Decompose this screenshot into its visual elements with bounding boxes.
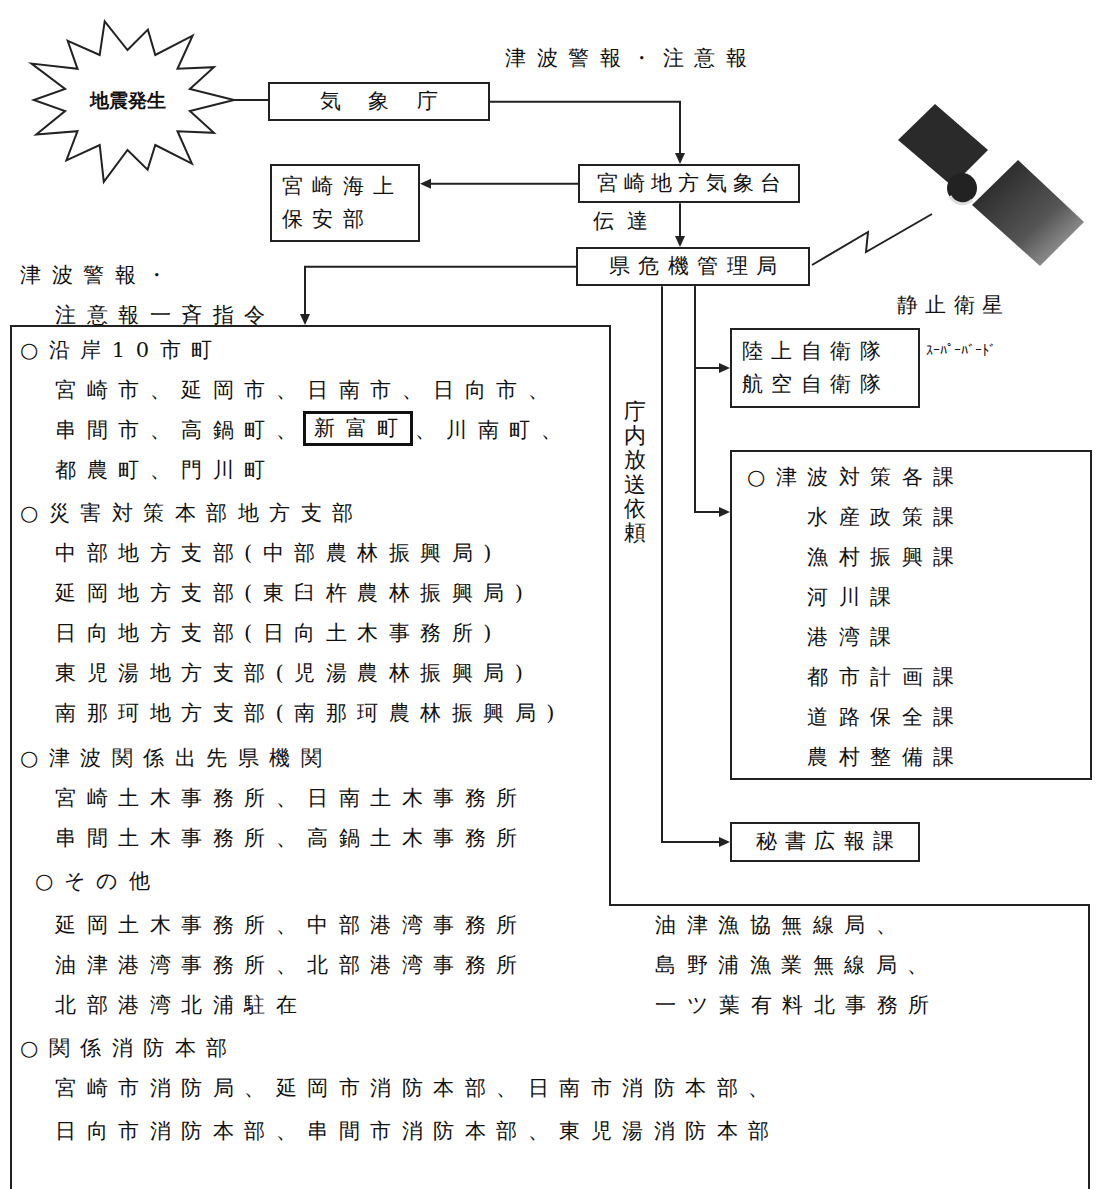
recipient-name: 宮崎市、延岡市、日南市、日向市、: [55, 377, 559, 404]
connector-line: [305, 267, 576, 314]
group-heading: ○災害対策本部地方支部: [20, 500, 364, 527]
box-label: 宮崎地方気象台: [590, 170, 788, 197]
arrow-head: [719, 363, 730, 373]
satellite-body: [947, 173, 977, 203]
group-heading: ○その他: [35, 868, 160, 895]
recipient-name: 油津漁協無線局、: [655, 912, 907, 939]
agency-box: 宮崎地方気象台: [578, 164, 800, 203]
box-label: 県危機管理局: [588, 253, 798, 280]
arrow-head: [719, 837, 730, 847]
recipient-name: 串間市、高鍋町、: [55, 417, 307, 444]
radio-link-line: [812, 214, 932, 265]
recipient-name: 中部地方支部(中部農林振興局): [55, 540, 502, 567]
agency-box: 県危機管理局: [576, 247, 810, 286]
connector: [662, 286, 730, 847]
agency-box: 気象庁: [268, 82, 490, 121]
group-heading: ○津波関係出先県機関: [20, 745, 332, 772]
group-heading: ○関係消防本部: [20, 1035, 238, 1062]
recipient-name: 油津港湾事務所、北部港湾事務所: [55, 952, 528, 979]
section-list-box: ○津波対策各課水産政策課漁村振興課河川課港湾課都市計画課道路保全課農村整備課: [730, 450, 1092, 780]
edge-label: 津波警報・ 注意報一斉指令: [20, 255, 300, 335]
edge-label: 伝達: [593, 208, 660, 235]
section-name: 農村整備課: [807, 744, 965, 771]
arrow-head: [420, 179, 431, 189]
arrow-head: [300, 314, 310, 325]
connector: [490, 102, 685, 164]
connector: [300, 267, 576, 325]
satellite-name: ｽｰﾊﾟｰﾊﾞｰﾄﾞ: [926, 341, 996, 359]
recipient-name: 都農町、門川町: [55, 457, 276, 484]
event-label: 地震発生: [90, 88, 166, 113]
connector: [420, 179, 578, 189]
agency-box: 宮崎海上保安部: [270, 164, 420, 242]
recipient-name: 宮崎土木事務所、日南土木事務所: [55, 785, 528, 812]
box-label: 陸上自衛隊: [742, 335, 908, 368]
section-name: 河川課: [807, 584, 902, 611]
satellite-dish: [950, 196, 972, 204]
edge-label: 庁内放送依頼: [624, 400, 646, 545]
starburst-shape: [32, 21, 235, 182]
recipient-name: 宮崎市消防局、延岡市消防本部、日南市消防本部、: [55, 1075, 780, 1102]
recipient-name: 北部港湾北浦駐在: [55, 992, 307, 1019]
recipient-name: 東児湯地方支部(児湯農林振興局): [55, 660, 533, 687]
recipient-name: 南那珂地方支部(南那珂農林振興局): [55, 700, 565, 727]
box-label: 秘書広報課: [742, 828, 908, 855]
recipient-name: 延岡地方支部(東臼杵農林振興局): [55, 580, 533, 607]
connector: [695, 286, 730, 517]
arrow-head: [675, 153, 685, 164]
section-name: 道路保全課: [807, 704, 965, 731]
agency-box: 秘書広報課: [730, 822, 920, 862]
section-name: 漁村振興課: [807, 544, 965, 571]
arrow-head: [719, 507, 730, 517]
solar-panel: [972, 160, 1084, 266]
solar-panel: [898, 104, 988, 186]
group-heading: ○津波対策各課: [747, 464, 965, 491]
arrow-head: [675, 236, 685, 247]
section-name: 港湾課: [807, 624, 902, 651]
satellite-label: 静止衛星: [897, 292, 1010, 319]
group-heading: ○沿岸10市町: [20, 337, 223, 364]
recipient-name: 日向地方支部(日向土木事務所): [55, 620, 502, 647]
section-name: 水産政策課: [807, 504, 965, 531]
box-label: 宮崎海上保安部: [282, 170, 408, 235]
event-starburst: 地震発生: [20, 15, 235, 185]
highlighted-name: 新富町: [314, 415, 409, 442]
connector-line: [679, 203, 681, 236]
recipient-name: 、川南町、: [415, 417, 573, 444]
connector-line: [233, 99, 268, 101]
connector-line: [695, 286, 719, 368]
box-label: 航空自衛隊: [742, 368, 908, 401]
edge-label: 津波警報・注意報: [505, 45, 757, 72]
connector-line: [662, 286, 719, 842]
recipient-name: 日向市消防本部、串間市消防本部、東児湯消防本部: [55, 1118, 780, 1145]
connector: [695, 286, 730, 373]
recipient-name: 串間土木事務所、高鍋土木事務所: [55, 825, 528, 852]
connector-line: [490, 102, 680, 153]
connector: [675, 203, 685, 247]
recipient-name: 島野浦漁業無線局、: [655, 952, 939, 979]
recipient-name: 延岡土木事務所、中部港湾事務所: [55, 912, 528, 939]
connector-line: [695, 286, 719, 512]
highlight-box: 新富町: [303, 411, 413, 446]
agency-box: 陸上自衛隊航空自衛隊: [730, 328, 920, 408]
box-label: 気象庁: [280, 88, 478, 115]
section-name: 都市計画課: [807, 664, 965, 691]
region-border: [11, 326, 1089, 1189]
recipient-name: 一ツ葉有料北事務所: [655, 992, 940, 1019]
connector: [233, 100, 268, 101]
connector-line: [431, 183, 578, 185]
